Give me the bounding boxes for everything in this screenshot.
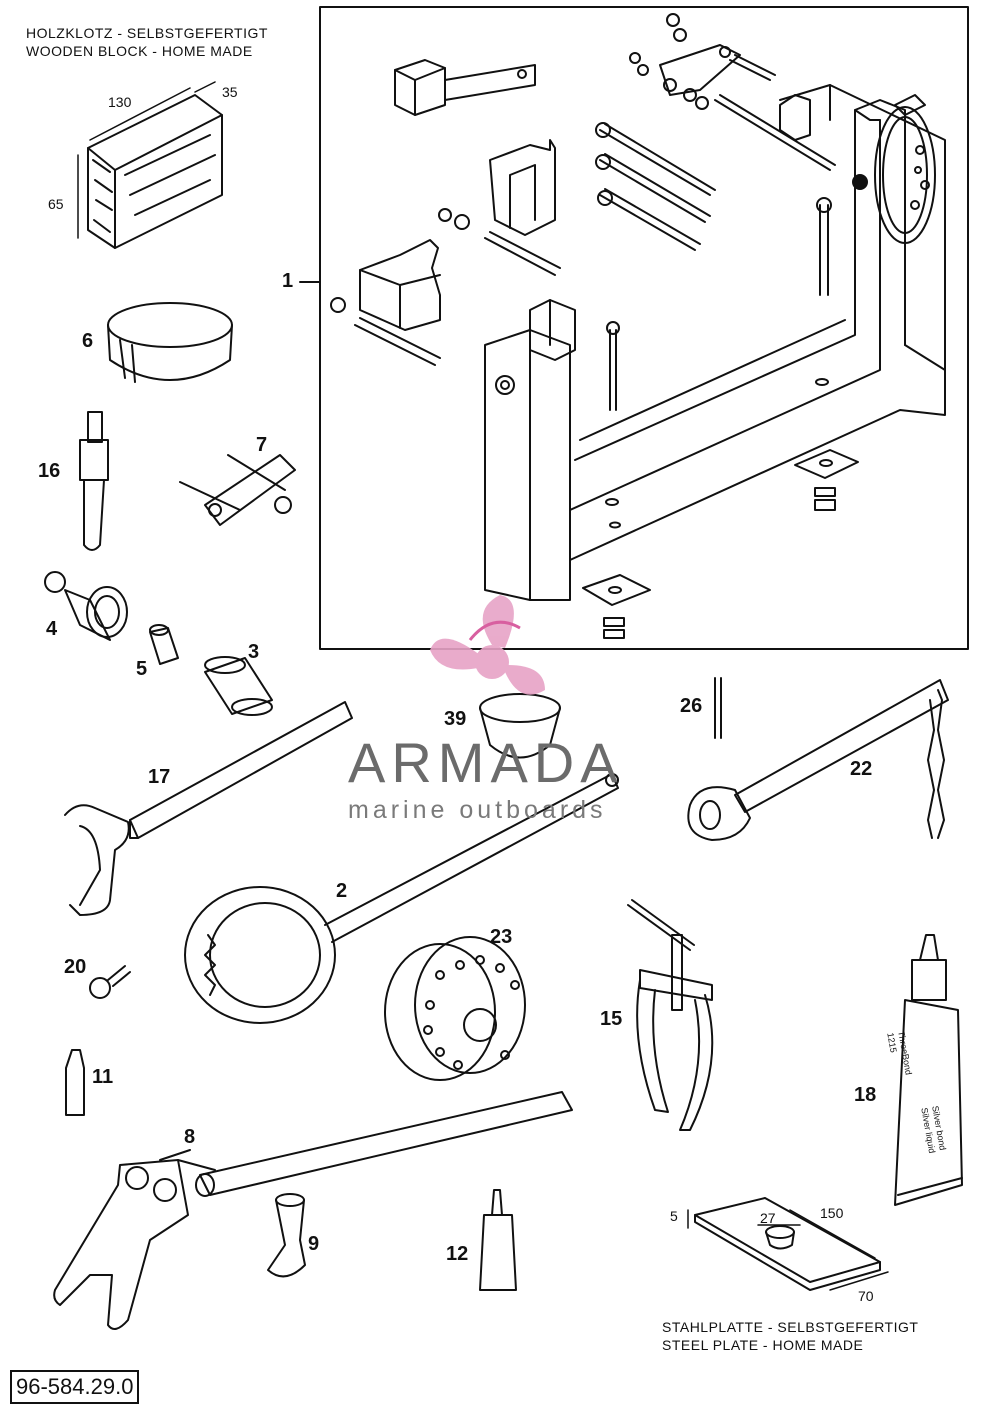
watermark-title: ARMADA [348, 731, 624, 794]
callout-6: 6 [82, 330, 94, 352]
pin-26-drawing [714, 677, 722, 739]
fork-spanner-17-drawing [64, 701, 353, 916]
holder-2-drawing [184, 773, 619, 1024]
document-number: 96-584.29.0 [10, 1370, 140, 1404]
gear-puller-15-drawing [627, 899, 714, 1131]
callout-4: 4 [46, 618, 58, 640]
holding-tool-8-drawing [53, 1091, 573, 1330]
wooden-block-note-en: WOODEN BLOCK - HOME MADE [26, 43, 253, 59]
steel-plate-drawing [687, 1197, 889, 1291]
callout-16: 16 [38, 460, 61, 482]
puller-plate-drawing [179, 454, 296, 526]
handle-9-drawing [267, 1193, 306, 1278]
steel-plate-note-en: STEEL PLATE - HOME MADE [662, 1337, 864, 1353]
adapter-4-drawing [44, 571, 128, 641]
callout-17: 17 [148, 766, 171, 788]
slide-hammer-drawing [79, 411, 109, 551]
callout-20: 20 [64, 956, 87, 978]
callout-26: 26 [680, 695, 703, 717]
callout-8: 8 [184, 1126, 196, 1148]
callout-9: 9 [308, 1233, 320, 1255]
plate-hole-dim: 27 [760, 1210, 776, 1226]
plate-width-dim: 70 [858, 1288, 874, 1304]
callout-15: 15 [600, 1008, 623, 1030]
callout-23: 23 [490, 926, 513, 948]
callout-1: 1 [282, 270, 294, 292]
item-1-frame [319, 6, 969, 650]
callout-11: 11 [92, 1066, 114, 1088]
callout-7: 7 [256, 434, 268, 456]
block-width-dim: 35 [222, 84, 238, 100]
wooden-block-note-de: HOLZKLOTZ - SELBSTGEFERTIGT [26, 25, 268, 41]
sealant-11-drawing [65, 1049, 85, 1116]
watermark-subtitle: marine outboards [348, 796, 607, 824]
sleeve-3-drawing [204, 656, 273, 716]
sleeve-5-drawing [149, 624, 179, 665]
block-length-dim: 130 [108, 94, 132, 110]
engine-stand-drawing [330, 13, 946, 639]
ring-drawing [107, 302, 233, 383]
tube-18-drawing [894, 934, 963, 1206]
callout-12: 12 [446, 1243, 469, 1265]
screw-20-drawing [89, 965, 131, 999]
wooden-block-note: HOLZKLOTZ - SELBSTGEFERTIGT WOODEN BLOCK… [26, 24, 268, 60]
bottle-12-drawing [479, 1189, 517, 1291]
plate-thickness-dim: 5 [670, 1208, 678, 1224]
steel-plate-note-de: STAHLPLATTE - SELBSTGEFERTIGT [662, 1319, 919, 1335]
block-height-dim: 65 [48, 196, 64, 212]
cup-39-drawing [479, 693, 561, 759]
callout-5: 5 [136, 658, 148, 680]
disc-23-drawing [384, 936, 526, 1081]
callout-39: 39 [444, 708, 467, 730]
callout-22: 22 [850, 758, 873, 780]
steel-plate-note: STAHLPLATTE - SELBSTGEFERTIGT STEEL PLAT… [662, 1318, 918, 1354]
callout-2: 2 [336, 880, 348, 902]
callout-3: 3 [248, 641, 260, 663]
plate-length-dim: 150 [820, 1205, 844, 1221]
chain-wrench-22-drawing [687, 679, 949, 841]
wooden-block-drawing [77, 81, 223, 249]
callout-18: 18 [854, 1084, 877, 1106]
